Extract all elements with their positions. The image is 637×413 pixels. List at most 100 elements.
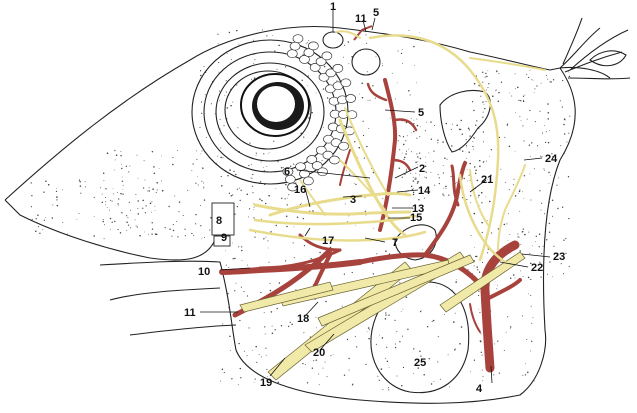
- stipple-dot: [411, 188, 414, 191]
- stipple-dot: [106, 152, 109, 154]
- stipple-dot: [105, 201, 107, 203]
- stipple-dot: [121, 212, 123, 214]
- stipple-dot: [453, 321, 455, 323]
- stipple-dot: [219, 100, 221, 101]
- label-1: 1: [330, 1, 336, 13]
- stipple-dot: [194, 223, 197, 225]
- stipple-dot: [412, 193, 415, 196]
- stipple-dot: [487, 252, 489, 254]
- stipple-dot: [210, 103, 212, 105]
- stipple-dot: [520, 120, 522, 121]
- stipple-dot: [528, 76, 530, 79]
- stipple-dot: [172, 229, 175, 232]
- stipple-dot: [263, 312, 265, 314]
- stipple-dot: [223, 371, 225, 374]
- stipple-dot: [253, 206, 255, 208]
- stipple-dot: [62, 221, 64, 224]
- stipple-dot: [113, 169, 115, 171]
- stipple-dot: [527, 276, 530, 279]
- stipple-dot: [365, 34, 367, 36]
- stipple-dot: [529, 109, 531, 112]
- stipple-dot: [227, 292, 229, 295]
- stipple-dot: [43, 191, 45, 193]
- stipple-dot: [273, 140, 275, 142]
- stipple-dot: [137, 213, 140, 215]
- stipple-dot: [218, 90, 220, 92]
- stipple-dot: [282, 166, 284, 168]
- stipple-dot: [419, 350, 421, 352]
- stipple-dot: [161, 189, 164, 192]
- stipple-dot: [504, 181, 506, 183]
- stipple-dot: [462, 150, 464, 152]
- stipple-dot: [476, 120, 478, 122]
- stipple-dot: [519, 116, 521, 118]
- stipple-dot: [354, 141, 356, 143]
- stipple-dot: [111, 200, 113, 202]
- stipple-dot: [396, 82, 398, 84]
- stipple-dot: [541, 202, 543, 204]
- stipple-dot: [518, 236, 520, 238]
- stipple-dot: [460, 119, 462, 122]
- stipple-dot: [84, 181, 86, 183]
- stipple-dot: [508, 189, 510, 191]
- stipple-dot: [229, 169, 231, 171]
- stipple-dot: [506, 124, 509, 126]
- stipple-dot: [382, 336, 384, 338]
- stipple-dot: [229, 62, 231, 64]
- stipple-dot: [37, 226, 40, 228]
- stipple-dot: [418, 199, 420, 201]
- stipple-dot: [519, 250, 521, 252]
- stipple-dot: [416, 182, 419, 184]
- stipple-dot: [496, 288, 498, 290]
- label-5-top: 5: [373, 7, 379, 19]
- eyeball: [240, 73, 310, 137]
- stipple-dot: [485, 89, 487, 91]
- stipple-dot: [545, 74, 547, 76]
- stipple-dot: [568, 75, 571, 78]
- label-4: 4: [476, 383, 483, 395]
- stipple-dot: [514, 88, 516, 90]
- stipple-dot: [42, 229, 44, 231]
- stipple-dot: [389, 117, 391, 119]
- stipple-dot: [126, 229, 128, 231]
- stipple-dot: [532, 245, 533, 247]
- stipple-dot: [351, 384, 353, 386]
- stipple-dot: [405, 140, 407, 142]
- stipple-dot: [465, 144, 467, 146]
- stipple-dot: [144, 231, 145, 233]
- stipple-dot: [430, 171, 432, 173]
- stipple-dot: [184, 228, 186, 230]
- stipple-dot: [261, 199, 263, 202]
- stipple-dot: [218, 62, 220, 64]
- stipple-dot: [514, 73, 516, 75]
- stipple-dot: [137, 177, 139, 179]
- stipple-dot: [122, 189, 124, 191]
- stipple-dot: [158, 168, 160, 169]
- stipple-dot: [295, 289, 297, 291]
- stipple-dot: [171, 235, 173, 237]
- stipple-dot: [303, 332, 305, 334]
- stipple-dot: [470, 371, 471, 373]
- stipple-dot: [425, 171, 427, 173]
- stipple-dot: [286, 225, 288, 228]
- stipple-dot: [518, 190, 521, 193]
- stipple-dot: [310, 257, 312, 260]
- stipple-dot: [524, 374, 527, 376]
- stipple-dot: [430, 138, 433, 140]
- stipple-dot: [492, 95, 494, 97]
- stipple-dot: [482, 380, 484, 382]
- stipple-dot: [209, 229, 211, 231]
- stipple-dot: [542, 245, 544, 247]
- stipple-dot: [413, 372, 415, 374]
- stipple-dot: [434, 184, 436, 186]
- stipple-dot: [495, 90, 496, 92]
- stipple-dot: [151, 222, 153, 224]
- stipple-dot: [498, 372, 500, 374]
- stipple-dot: [220, 128, 221, 130]
- stipple-dot: [532, 80, 534, 81]
- stipple-dot: [474, 172, 477, 175]
- stipple-dot: [228, 31, 231, 34]
- stipple-dot: [221, 185, 223, 187]
- stipple-dot: [512, 274, 515, 276]
